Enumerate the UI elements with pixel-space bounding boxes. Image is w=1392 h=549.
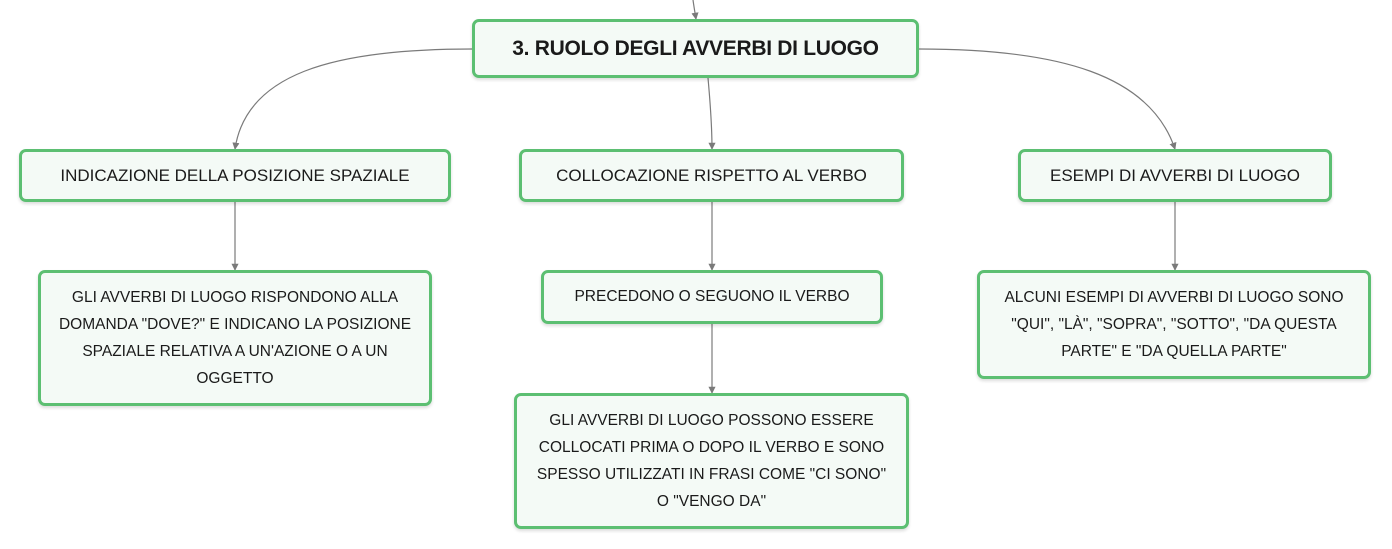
root-node[interactable]: 3. RUOLO DEGLI AVVERBI DI LUOGO <box>472 19 919 78</box>
leaf-node-spatial-position-detail[interactable]: GLI AVVERBI DI LUOGO RISPONDONO ALLA DOM… <box>38 270 432 406</box>
branch-node-label: INDICAZIONE DELLA POSIZIONE SPAZIALE <box>60 165 410 185</box>
branch-node-spatial-position[interactable]: INDICAZIONE DELLA POSIZIONE SPAZIALE <box>19 149 451 202</box>
branch-node-label: COLLOCAZIONE RISPETTO AL VERBO <box>556 165 867 185</box>
leaf-node-examples-detail[interactable]: ALCUNI ESEMPI DI AVVERBI DI LUOGO SONO "… <box>977 270 1371 379</box>
sub-node-label: PRECEDONO O SEGUONO IL VERBO <box>574 288 850 305</box>
leaf-node-text: GLI AVVERBI DI LUOGO RISPONDONO ALLA DOM… <box>58 289 412 387</box>
root-node-title: 3. RUOLO DEGLI AVVERBI DI LUOGO <box>512 36 879 60</box>
leaf-node-verb-placement-detail[interactable]: GLI AVVERBI DI LUOGO POSSONO ESSERE COLL… <box>514 393 909 529</box>
leaf-node-text: GLI AVVERBI DI LUOGO POSSONO ESSERE COLL… <box>536 412 887 510</box>
sub-node-before-after-verb[interactable]: PRECEDONO O SEGUONO IL VERBO <box>541 270 883 324</box>
leaf-node-text: ALCUNI ESEMPI DI AVVERBI DI LUOGO SONO "… <box>1004 289 1344 360</box>
branch-node-verb-placement[interactable]: COLLOCAZIONE RISPETTO AL VERBO <box>519 149 904 202</box>
branch-node-label: ESEMPI DI AVVERBI DI LUOGO <box>1049 165 1301 185</box>
connector-root-to-position <box>232 48 473 150</box>
connector-incoming <box>691 0 699 20</box>
connector-root-to-placement <box>707 77 716 150</box>
connector-root-to-examples <box>918 48 1177 150</box>
branch-node-examples[interactable]: ESEMPI DI AVVERBI DI LUOGO <box>1018 149 1332 202</box>
